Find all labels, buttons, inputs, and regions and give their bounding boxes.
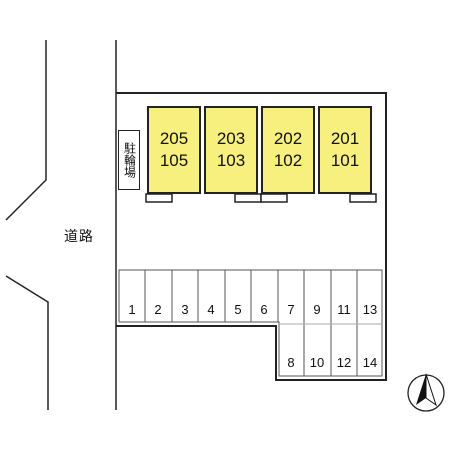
parking-slot-label: 8 (287, 355, 295, 370)
parking-slot-label: 12 (336, 355, 352, 370)
parking-slot-label: 2 (154, 302, 162, 317)
parking-slot-label: 3 (181, 302, 189, 317)
parking-slot-label: 9 (313, 302, 321, 317)
north-arrow-icon (407, 373, 445, 412)
unit-lower-number: 103 (216, 151, 246, 170)
parking-slot-label: 13 (362, 302, 378, 317)
entrance-steps (145, 193, 377, 203)
unit-lower-number: 102 (273, 151, 303, 170)
road-edge-left (5, 40, 47, 221)
unit-205-105: 205 105 (147, 106, 201, 194)
parking-slot-label: 5 (234, 302, 242, 317)
parking-slot-label: 11 (337, 302, 351, 317)
unit-201-101: 201 101 (318, 106, 372, 194)
parking-area-outline (118, 269, 383, 377)
bicycle-parking: 駐輪場 (118, 130, 140, 190)
unit-upper-number: 201 (330, 129, 360, 148)
road-label: 道路 (64, 229, 94, 245)
road-edge-left-lower (5, 275, 49, 410)
unit-lower-number: 105 (159, 151, 189, 170)
parking-slot-label: 14 (362, 355, 378, 370)
parking-slot-label: 4 (207, 302, 215, 317)
property-boundary (116, 92, 387, 381)
unit-upper-number: 205 (159, 129, 189, 148)
unit-203-103: 203 103 (204, 106, 258, 194)
unit-upper-number: 203 (216, 129, 246, 148)
unit-202-102: 202 102 (261, 106, 315, 194)
parking-slot-label: 1 (128, 302, 136, 317)
unit-lower-number: 101 (330, 151, 360, 170)
parking-slot-label: 6 (260, 302, 268, 317)
parking-dividers (144, 270, 382, 376)
parking-slot-label: 7 (287, 302, 295, 317)
unit-upper-number: 202 (273, 129, 303, 148)
parking-slot-label: 10 (309, 355, 325, 370)
